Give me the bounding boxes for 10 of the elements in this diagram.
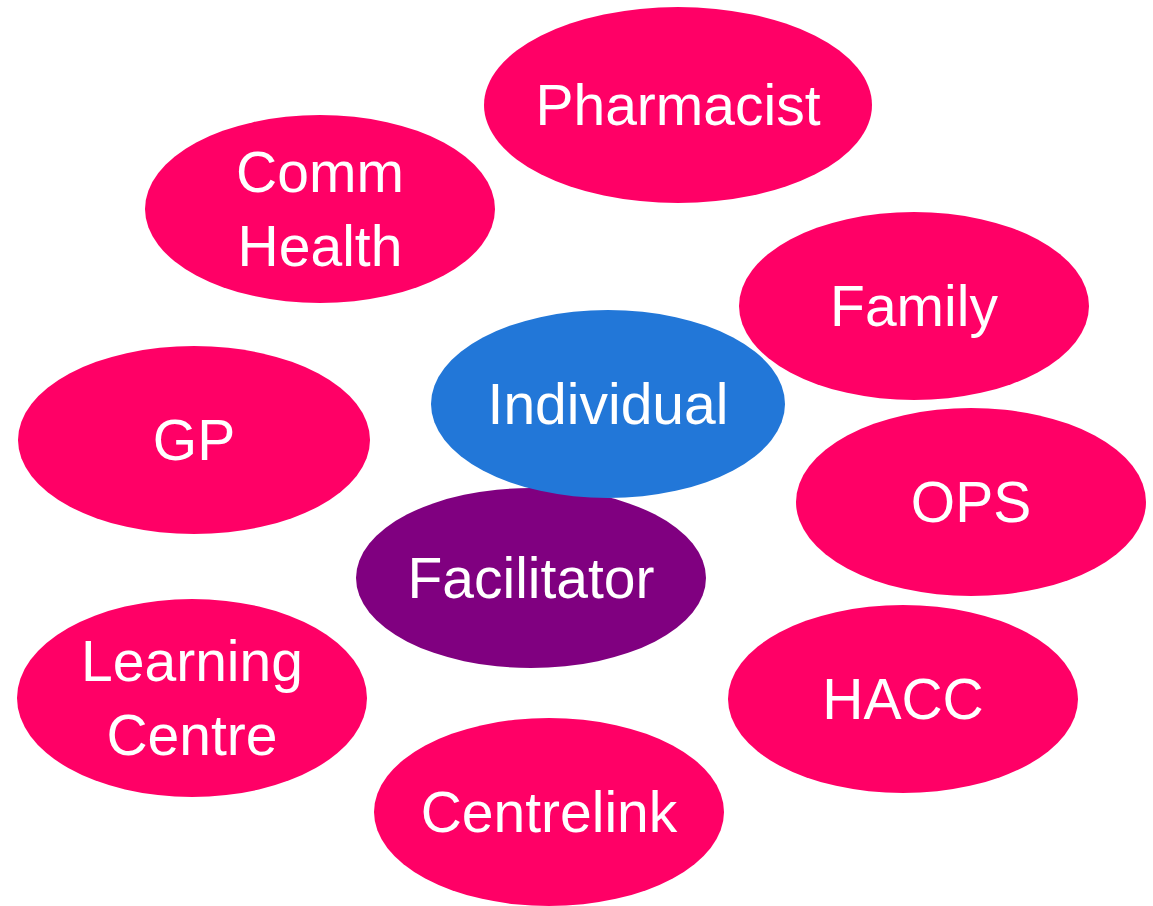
node-label: Facilitator: [407, 544, 655, 612]
node-label: Pharmacist: [535, 71, 821, 139]
node-label: Family: [830, 272, 998, 340]
node-label: HACC: [822, 665, 984, 733]
node-label: Comm Health: [235, 138, 405, 280]
node-label: Individual: [487, 370, 729, 438]
node-label: Learning Centre: [80, 627, 304, 769]
node-label: Centrelink: [420, 778, 678, 846]
node-label: OPS: [910, 468, 1032, 536]
node-label: GP: [152, 406, 236, 474]
